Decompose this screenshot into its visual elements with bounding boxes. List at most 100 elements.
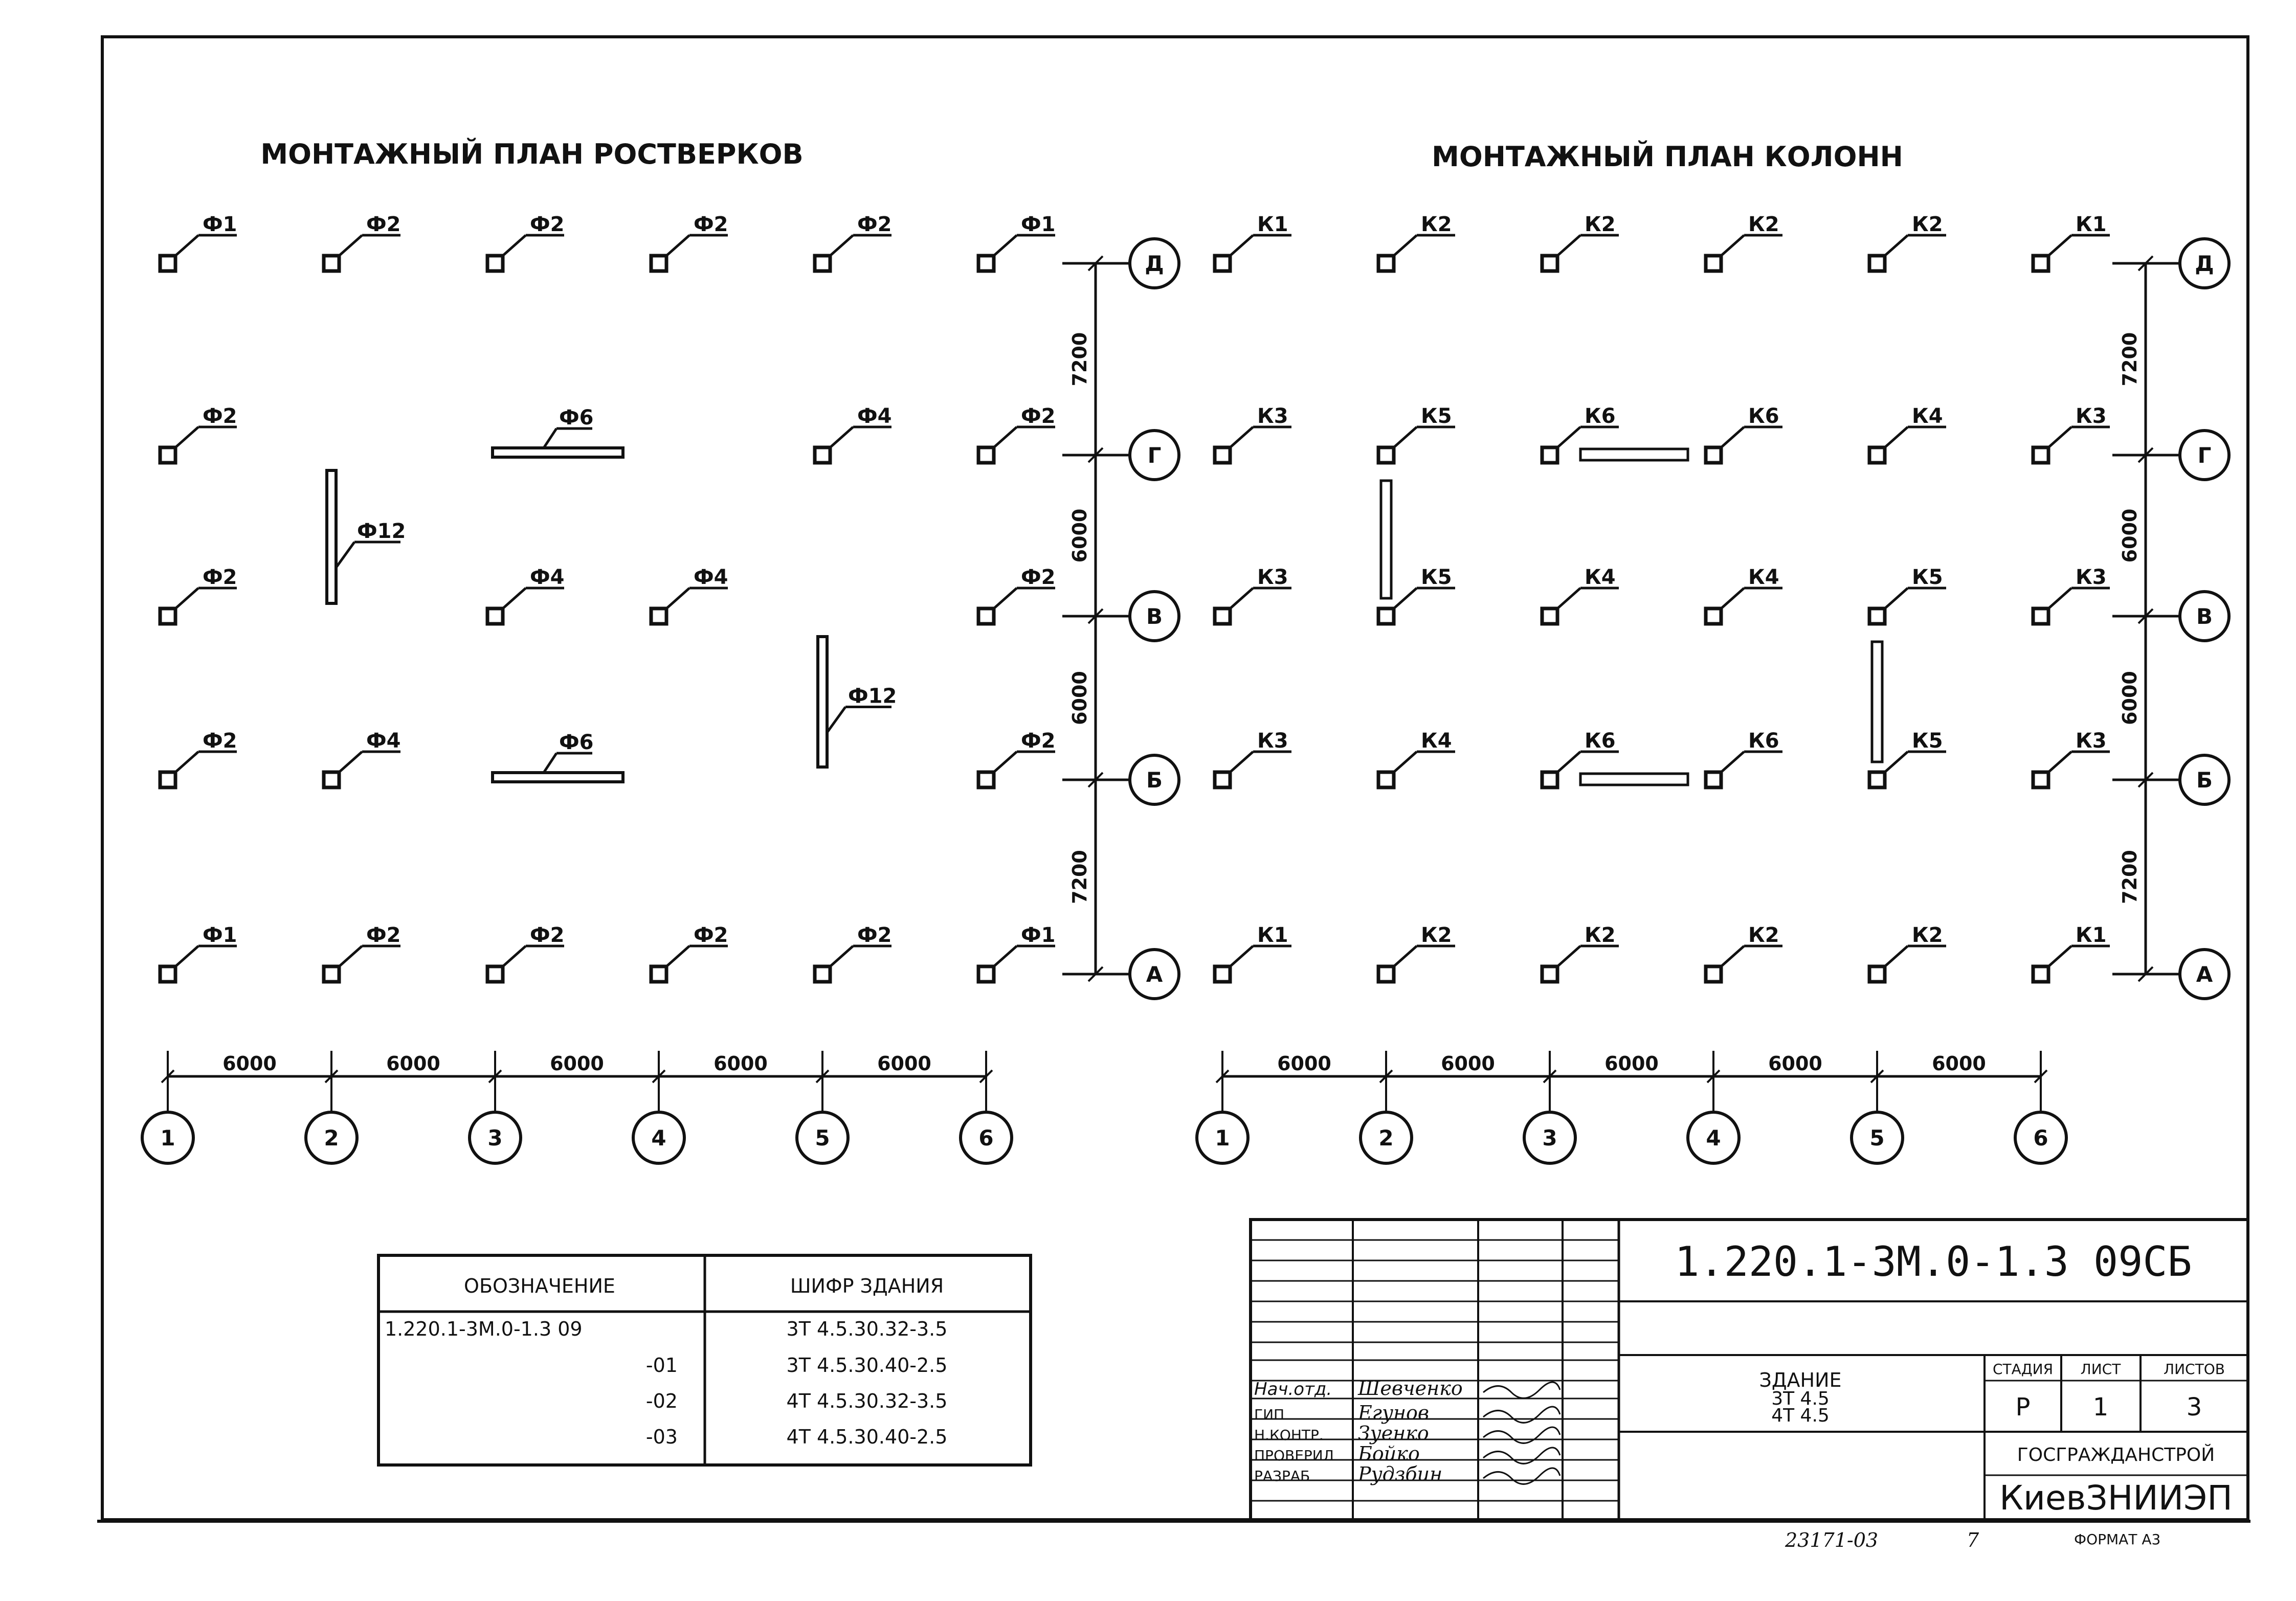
column-marker: [322, 964, 341, 984]
mark-label: Ф2: [1021, 729, 1056, 753]
column-marker: [1704, 254, 1723, 273]
column-marker: [2031, 964, 2050, 984]
spec-table: ОБОЗНАЧЕНИЕ ШИФР ЗДАНИЯ 1.220.1-3М.0-1.3…: [377, 1254, 1032, 1467]
row-spacing-label: 7200: [1068, 850, 1091, 904]
vertical-bracing: [1870, 640, 1884, 763]
column-spacing-label: 6000: [222, 1052, 277, 1075]
row-spacing-label: 6000: [1068, 671, 1091, 725]
column-marker: [158, 606, 177, 626]
column-axis-bubble: [1850, 1111, 1904, 1165]
mark-label: К3: [2076, 566, 2107, 589]
column-marker: [485, 964, 505, 984]
signature-scribble: [1483, 1467, 1561, 1485]
column-axis-label: 2: [324, 1125, 339, 1151]
signature-role: Нач.отд.: [1254, 1379, 1332, 1400]
mark-label: К2: [1421, 923, 1452, 947]
mark-label: К4: [1421, 729, 1452, 753]
mark-label: К3: [1257, 404, 1288, 428]
mark-label: Ф2: [1021, 566, 1056, 589]
column-marker: [1704, 964, 1723, 984]
mark-label: К5: [1421, 404, 1452, 428]
column-marker: [1213, 606, 1232, 626]
column-marker: [976, 445, 996, 465]
mark-label: К2: [1585, 213, 1616, 236]
spec-header-code: ШИФР ЗДАНИЯ: [790, 1275, 944, 1297]
mark-label: К6: [1748, 404, 1779, 428]
column-marker: [1540, 445, 1559, 465]
sheet-header: ЛИСТ: [2081, 1361, 2122, 1378]
row-axis-label: А: [1146, 962, 1163, 987]
crane-beam: [1579, 447, 1689, 462]
row-spacing-label: 6000: [2119, 671, 2141, 725]
signature-scribble: [1483, 1447, 1561, 1464]
column-marker: [158, 254, 177, 273]
row-axis-bubble: [2178, 237, 2231, 289]
column-axis-label: 4: [651, 1125, 666, 1151]
mark-label: Ф4: [694, 566, 728, 589]
building-label: ЗДАНИЕ: [1759, 1369, 1841, 1391]
signature-role: РАЗРАБ: [1254, 1468, 1310, 1484]
mark-label: К2: [1912, 923, 1943, 947]
mark-label: К3: [2076, 404, 2107, 428]
mark-label: К5: [1912, 729, 1943, 753]
column-marker: [158, 770, 177, 790]
row-axis-label: А: [2196, 962, 2213, 987]
mark-label: К4: [1748, 566, 1779, 589]
mark-label: К4: [1912, 404, 1943, 428]
column-marker: [1376, 770, 1396, 790]
column-spacing-label: 6000: [714, 1052, 768, 1075]
mark-label: К6: [1585, 729, 1616, 753]
column-marker: [1540, 254, 1559, 273]
mark-label: Ф1: [1021, 213, 1056, 236]
column-marker: [1540, 964, 1559, 984]
mark-label: Ф1: [203, 923, 237, 947]
row-spacing-label: 7200: [2119, 332, 2141, 387]
column-spacing-label: 6000: [877, 1052, 931, 1075]
column-marker: [1867, 606, 1887, 626]
column-marker: [2031, 445, 2050, 465]
right-plan-title: МОНТАЖНЫЙ ПЛАН КОЛОНН: [1432, 141, 1903, 173]
spec-row-code: 3Т 4.5.30.32-3.5: [787, 1318, 948, 1340]
column-marker: [1867, 254, 1887, 273]
column-marker: [813, 254, 832, 273]
column-axis-label: 5: [1869, 1125, 1884, 1151]
signature-role: ГИП: [1254, 1406, 1284, 1423]
mark-label: Ф2: [1021, 404, 1056, 428]
row-axis-label: В: [2196, 604, 2213, 629]
column-marker: [976, 254, 996, 273]
row-axis-bubble: [2178, 754, 2231, 806]
column-spacing-label: 6000: [1932, 1052, 1986, 1075]
mark-label: Ф2: [203, 404, 237, 428]
mark-label: К4: [1585, 566, 1616, 589]
row-axis-bubble: [2178, 590, 2231, 642]
mark-label: Ф2: [203, 566, 237, 589]
row-axis-label: Г: [1148, 443, 1162, 468]
foundation-beam: [325, 469, 338, 605]
column-axis-bubble: [1195, 1111, 1250, 1165]
building-type: 4Т 4.5: [1771, 1405, 1830, 1426]
column-marker: [485, 606, 505, 626]
mark-label: К3: [2076, 729, 2107, 753]
mark-label: К1: [2076, 213, 2107, 236]
page-number: 7: [1967, 1529, 1979, 1551]
sheet-value: 1: [2093, 1393, 2109, 1422]
stage-header: СТАДИЯ: [1993, 1361, 2053, 1378]
mark-label: Ф4: [366, 729, 401, 753]
signature-name: Егунов: [1357, 1402, 1429, 1424]
column-spacing-label: 6000: [1604, 1052, 1659, 1075]
column-axis-bubble: [1686, 1111, 1741, 1165]
signature-name: Шевченко: [1357, 1377, 1463, 1400]
column-marker: [1867, 770, 1887, 790]
column-marker: [1704, 606, 1723, 626]
row-spacing-label: 7200: [2119, 850, 2141, 904]
building-type: 3Т 4.5: [1771, 1388, 1830, 1409]
mark-label: Ф4: [530, 566, 565, 589]
row-axis-bubble: [2178, 948, 2231, 1000]
mark-label: Ф2: [366, 923, 401, 947]
column-marker: [322, 770, 341, 790]
column-marker: [2031, 606, 2050, 626]
spec-row-designation: -03: [646, 1426, 678, 1448]
column-axis-label: 1: [1215, 1125, 1230, 1151]
column-marker: [1213, 770, 1232, 790]
inventory-number: 23171-03: [1785, 1529, 1878, 1551]
